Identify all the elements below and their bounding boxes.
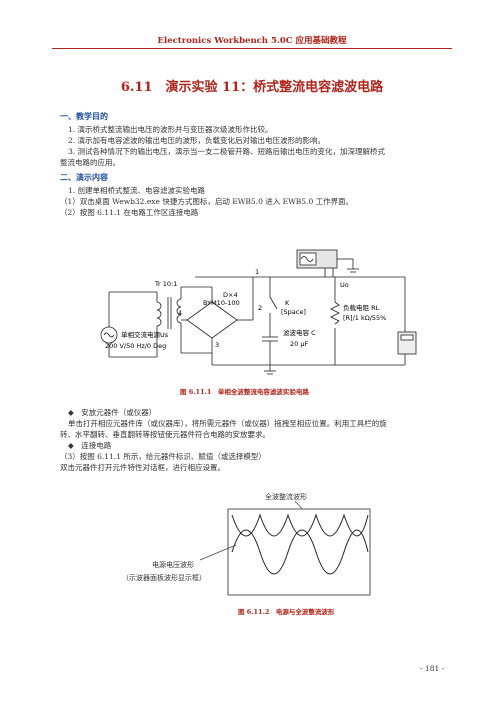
step-4: ◆ 连接电路: [68, 441, 112, 450]
step-6: 双击元器件打开元件特性对话框，进行相应设置。: [60, 463, 225, 472]
load-resistor: [330, 301, 340, 325]
label-d: D×4: [223, 291, 238, 299]
node-3: 3: [215, 341, 219, 349]
node-2: 2: [258, 304, 262, 312]
label-k: K: [285, 299, 290, 307]
label-load-1: 负载电阻 RL: [343, 303, 380, 312]
content-item-2: （1）双击桌面 Wewb32.exe 快捷方式图标，启动 EWB5.0 进入 E…: [60, 197, 354, 206]
label-bym: BYM10-100: [203, 299, 240, 307]
header-rule: [52, 48, 452, 49]
node-1: 1: [255, 268, 259, 276]
scope-display: [227, 508, 371, 596]
step-3: 转、水平翻转、垂直翻转等按钮使元器件符合电路的安放要求。: [60, 430, 270, 439]
label-cap-1: 滤波电容 C: [283, 328, 316, 337]
objectives-heading: 一、教学目的: [60, 111, 108, 121]
step-5: （3）按图 6.11.1 所示，给元器件标识、赋值（或选择模型）: [60, 452, 266, 461]
label-fullwave: 全波整流波形: [265, 492, 307, 501]
label-source-2: 200 V/50 Hz/0 Deg: [105, 342, 166, 350]
label-cap-2: 20 μF: [290, 340, 308, 348]
label-source-wave-2: （示波器面板波形显示框）: [122, 573, 206, 582]
transformer-primary: [156, 292, 162, 357]
waveform-figure: 全波整流波形 电源电压波形 （示波器面板波形显示框）: [122, 492, 371, 596]
label-tr: Tr 10:1: [154, 280, 177, 288]
node-4: 4: [178, 309, 182, 317]
label-load-2: [R]/1 kΩ/55%: [343, 314, 386, 322]
objective-item-3-cont: 整流电路的应用。: [60, 158, 120, 167]
step-1: ◆ 安放元器件（或仪器）: [68, 408, 157, 417]
fullwave-waveform: [231, 513, 369, 537]
label-space: [Space]: [281, 308, 306, 316]
label-source-wave-1: 电源电压波形: [152, 560, 194, 569]
content-heading: 二、演示内容: [60, 172, 108, 182]
step-2: 单击打开相应元器件库（或仪器库），将所需元器件（或仪器）拖拽至相应位置。利用工具…: [68, 419, 387, 428]
objective-item-2: 2. 演示加有电容滤波的输出电压的波形，负载变化后对输出电压波形的影响。: [68, 136, 326, 145]
content-item-3: （2）按图 6.11.1 在电路工作区连接电路: [60, 208, 199, 217]
label-source-1: 单相交流电源Us: [121, 330, 169, 339]
content-item-1: 1. 创建单相桥式整流、电容滤波实验电路: [68, 186, 206, 195]
circuit-diagram: Tr 10:1 D×4 BYM10-100 K [Space] 单相交流电源Us…: [100, 249, 417, 375]
objective-item-1: 1. 演示桥式整流输出电压的波形并与变压器次级波形作比较。: [68, 125, 273, 134]
source-waveform: [231, 529, 369, 575]
page-number: - 181 -: [420, 664, 445, 673]
bridge-rectifier: [186, 301, 238, 339]
objective-item-3: 3. 测试各种情况下的输出电压，演示当一支二极管开路、短路后输出电压的变化，加深…: [68, 147, 386, 156]
figure-1-caption: 图 6.11.1 单相全波整流电容滤波实验电路: [180, 388, 309, 396]
section-title: 6.11 演示实验 11：桥式整流电容滤波电路: [120, 80, 384, 95]
running-header: Electronics Workbench 5.0C 应用基础教程: [157, 36, 347, 46]
figure-2-caption: 图 6.11.2 电源与全波整流波形: [238, 608, 335, 616]
label-uo: Uo: [340, 281, 349, 289]
